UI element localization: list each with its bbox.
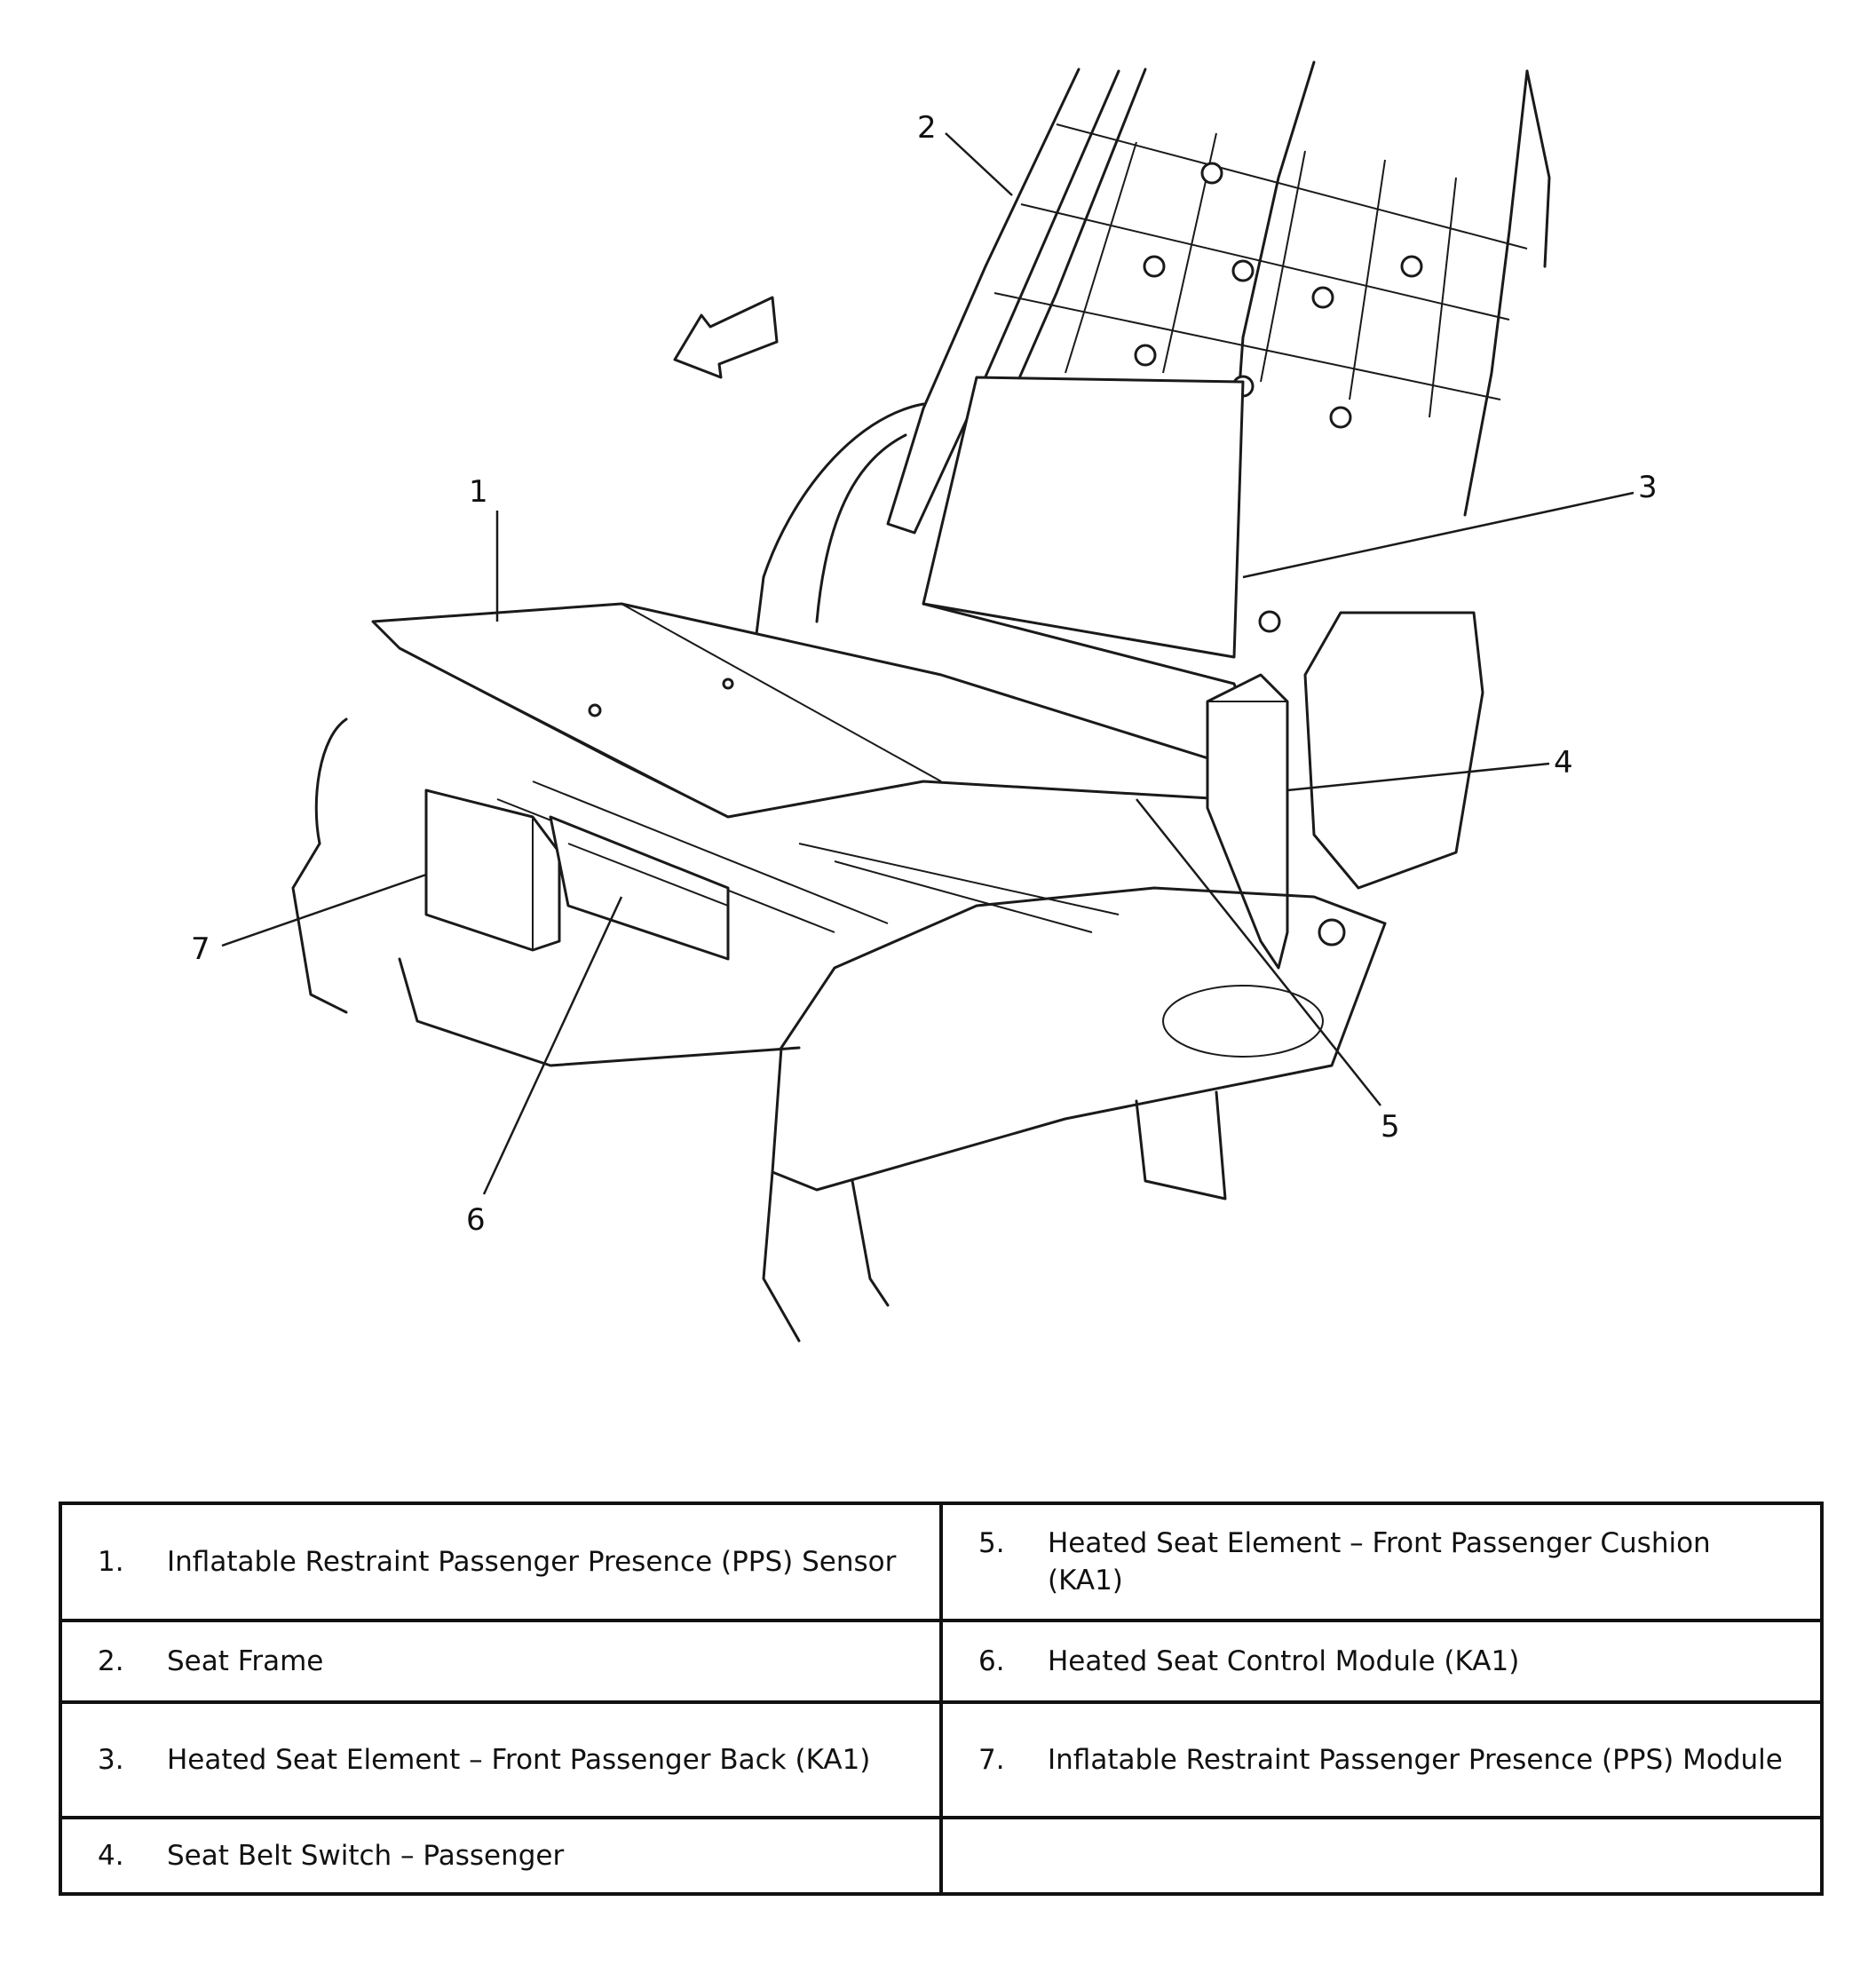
- legend-row: 4. Seat Belt Switch – Passenger: [59, 1816, 1824, 1896]
- legend-table: 1. Inflatable Restraint Passenger Presenc…: [59, 1502, 1824, 1896]
- legend-text: Heated Seat Element – Front Passenger Cu…: [1048, 1527, 1711, 1597]
- callout-6: 6: [466, 1202, 486, 1238]
- legend-cell: 5. Heated Seat Element – Front Passenger …: [939, 1502, 1824, 1622]
- direction-arrow-icon: [673, 296, 779, 379]
- legend-cell: 4. Seat Belt Switch – Passenger: [59, 1816, 943, 1896]
- seat-back-frame: [886, 60, 1551, 712]
- legend-text: Inflatable Restraint Passenger Presence …: [1048, 1744, 1783, 1776]
- legend-number: 3.: [98, 1744, 124, 1776]
- legend-cell: 2. Seat Frame: [59, 1619, 943, 1704]
- legend-text: Heated Seat Control Module (KA1): [1048, 1645, 1520, 1677]
- legend-number: 2.: [98, 1645, 124, 1677]
- callout-7: 7: [191, 931, 210, 967]
- callout-3: 3: [1638, 470, 1658, 505]
- legend-cell: 7. Inflatable Restraint Passenger Presenc…: [939, 1700, 1824, 1819]
- seat-diagram: 1 2 3 4 5 6 7: [191, 60, 1658, 1343]
- legend-text: Inflatable Restraint Passenger Presence …: [167, 1546, 897, 1578]
- legend-row: 1. Inflatable Restraint Passenger Presenc…: [59, 1502, 1824, 1622]
- leader-lines: [221, 132, 1635, 1195]
- callout-5: 5: [1381, 1109, 1400, 1145]
- right-trim-panel: [1303, 611, 1484, 890]
- seat-belt-switch: [1206, 673, 1289, 970]
- legend-text: Seat Belt Switch – Passenger: [167, 1840, 565, 1872]
- legend-text: Heated Seat Element – Front Passenger Ba…: [167, 1744, 871, 1776]
- legend-cell: [939, 1816, 1824, 1896]
- legend-number: 5.: [978, 1527, 1005, 1559]
- legend-number: 7.: [978, 1744, 1005, 1776]
- legend-text: Seat Frame: [167, 1645, 324, 1677]
- legend-cell: 6. Heated Seat Control Module (KA1): [939, 1619, 1824, 1704]
- side-bolster: [753, 402, 925, 650]
- seat-track-frame: [291, 717, 1387, 1343]
- legend-number: 4.: [98, 1840, 124, 1872]
- legend-row: 2. Seat Frame 6. Heated Seat Control Modul…: [59, 1619, 1824, 1704]
- callout-1: 1: [469, 474, 488, 510]
- callout-2: 2: [917, 110, 937, 146]
- legend-row: 3. Heated Seat Element – Front Passenger …: [59, 1700, 1824, 1819]
- heated-seat-control-module: [549, 815, 730, 961]
- legend-cell: 1. Inflatable Restraint Passenger Presenc…: [59, 1502, 943, 1622]
- legend-cell: 3. Heated Seat Element – Front Passenger …: [59, 1700, 943, 1819]
- pps-module: [424, 788, 561, 952]
- cushion-sensor-mat: [371, 602, 1227, 819]
- legend-number: 6.: [978, 1645, 1005, 1677]
- legend-number: 1.: [98, 1546, 124, 1578]
- callout-4: 4: [1554, 745, 1573, 781]
